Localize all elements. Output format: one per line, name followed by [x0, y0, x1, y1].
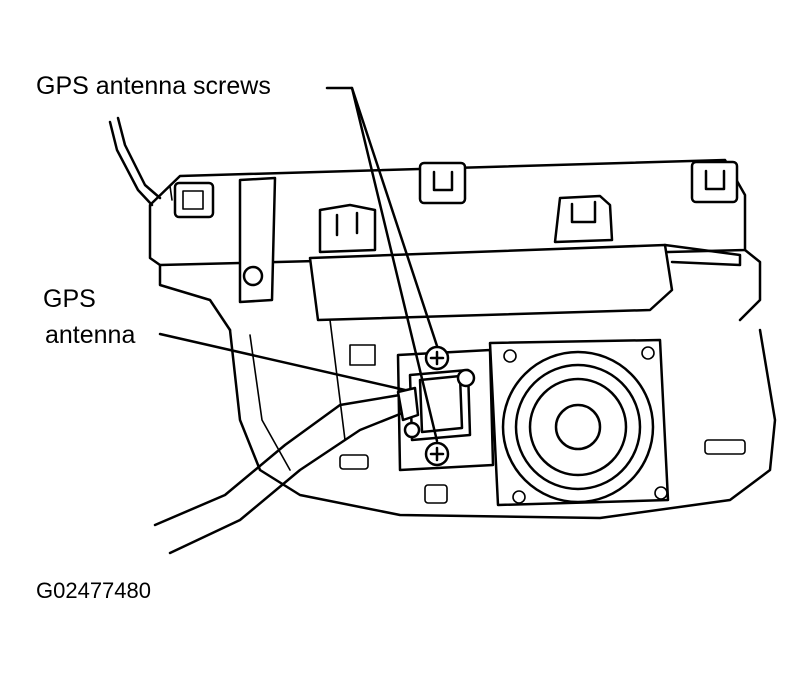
gps-antenna-label-line1: GPS — [43, 285, 96, 313]
dashboard-frame — [108, 116, 762, 332]
phillips-screw-icon — [424, 345, 450, 467]
figure-code: G02477480 — [36, 578, 151, 603]
gps-antenna-screws-label: GPS antenna screws — [36, 72, 271, 100]
gps-antenna-label-line2: antenna — [45, 321, 136, 349]
leader-lines — [158, 86, 439, 443]
housing — [228, 319, 777, 520]
antenna-cable — [153, 386, 421, 555]
speaker-icon — [488, 338, 670, 507]
